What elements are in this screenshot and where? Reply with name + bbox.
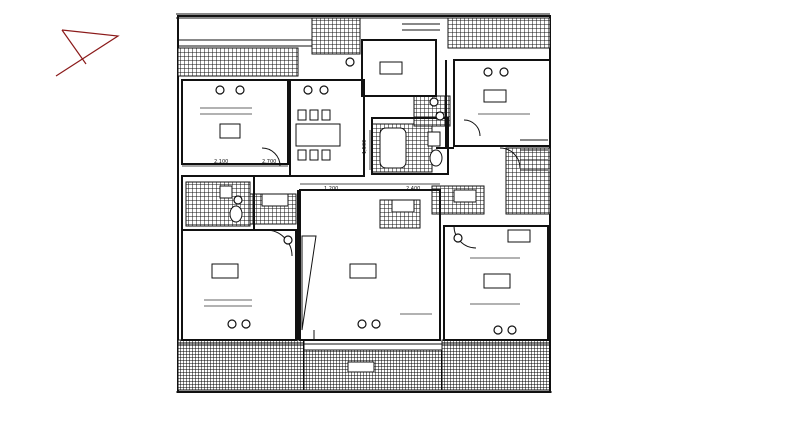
bottom-border bbox=[176, 343, 552, 393]
annotation-marks bbox=[200, 107, 530, 315]
dimension-hall-1: 1,200 bbox=[324, 186, 338, 192]
door-swings bbox=[261, 119, 521, 340]
dimension-lines bbox=[182, 130, 440, 185]
north-arrow-icon bbox=[55, 29, 120, 77]
interior-walls bbox=[181, 39, 551, 341]
dimension-left-room: 2,100 bbox=[214, 159, 228, 165]
light-fixture-icons bbox=[215, 57, 517, 335]
room-labels bbox=[211, 61, 531, 373]
dimension-bath: 1,500 bbox=[362, 140, 368, 154]
dimension-left-room-2: 2,700 bbox=[262, 159, 276, 165]
bathtub-icon bbox=[219, 127, 443, 223]
dimension-hall-2: 2,400 bbox=[406, 186, 420, 192]
dining-table-icon bbox=[295, 109, 341, 161]
tiled-areas bbox=[177, 17, 551, 391]
closet-lines bbox=[402, 23, 548, 171]
